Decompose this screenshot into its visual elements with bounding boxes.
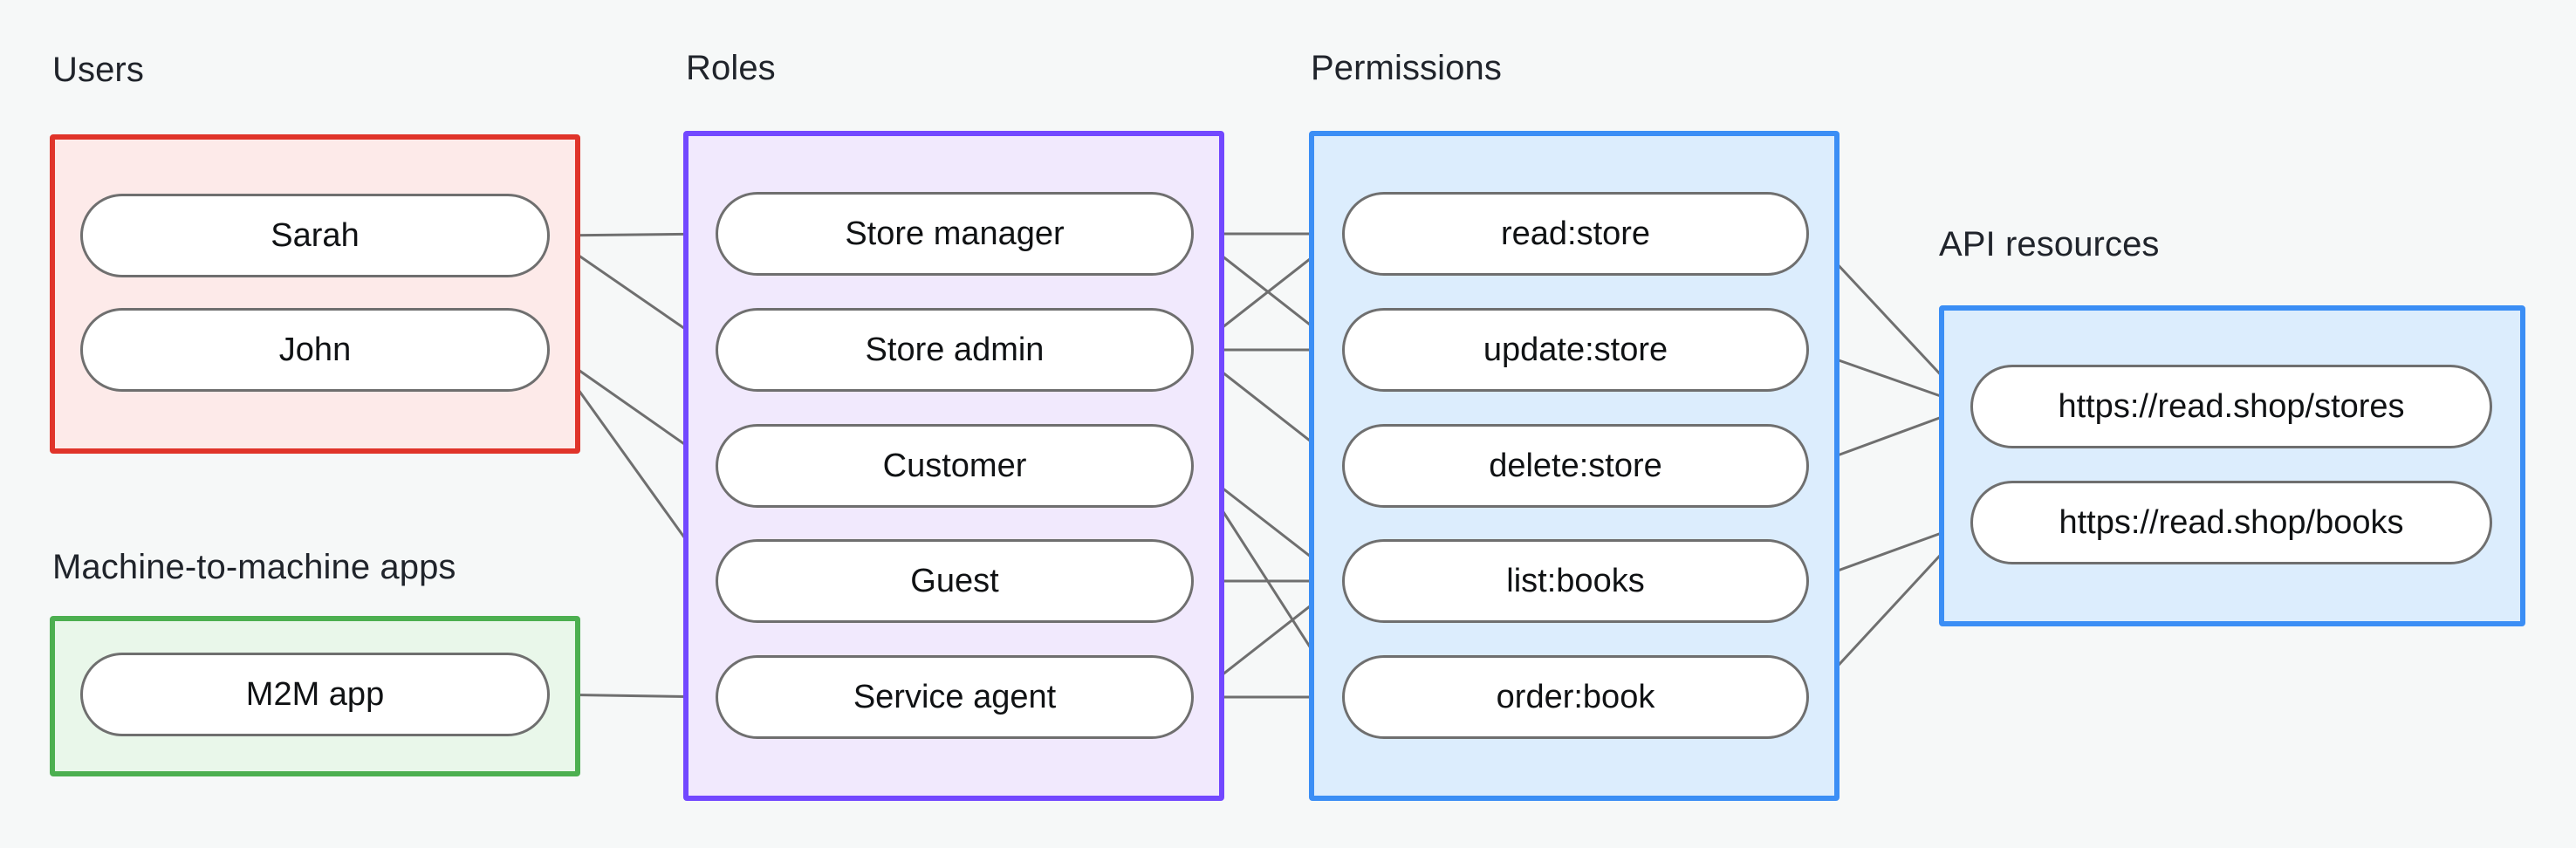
group-users	[50, 134, 580, 454]
node-read-store[interactable]: read:store	[1342, 192, 1809, 276]
group-api-resources	[1939, 305, 2525, 626]
node-res-books[interactable]: https://read.shop/books	[1970, 481, 2492, 564]
group-label-api-resources: API resources	[1939, 225, 2160, 263]
node-res-stores[interactable]: https://read.shop/stores	[1970, 365, 2492, 448]
node-guest[interactable]: Guest	[716, 539, 1194, 623]
node-sarah[interactable]: Sarah	[80, 194, 550, 277]
group-label-users: Users	[52, 51, 144, 89]
node-m2mapp[interactable]: M2M app	[80, 653, 550, 736]
node-update-store[interactable]: update:store	[1342, 308, 1809, 392]
node-store-manager[interactable]: Store manager	[716, 192, 1194, 276]
node-store-admin[interactable]: Store admin	[716, 308, 1194, 392]
node-order-book[interactable]: order:book	[1342, 655, 1809, 739]
node-customer[interactable]: Customer	[716, 424, 1194, 508]
node-delete-store[interactable]: delete:store	[1342, 424, 1809, 508]
group-label-m2m: Machine-to-machine apps	[52, 548, 456, 586]
group-label-permissions: Permissions	[1311, 49, 1502, 87]
node-list-books[interactable]: list:books	[1342, 539, 1809, 623]
node-service-agent[interactable]: Service agent	[716, 655, 1194, 739]
node-john[interactable]: John	[80, 308, 550, 392]
group-label-roles: Roles	[686, 49, 776, 87]
